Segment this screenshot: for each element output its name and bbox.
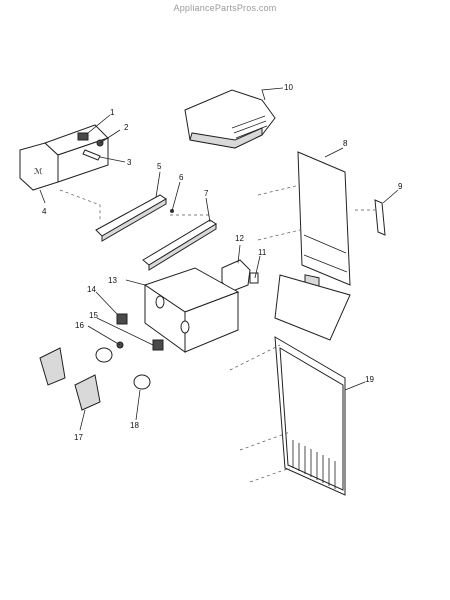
part-7-rail <box>142 219 217 271</box>
callout-1: 1 <box>110 108 115 117</box>
callout-6: 6 <box>179 173 184 182</box>
callout-17: 17 <box>74 433 83 442</box>
callout-2: 2 <box>124 123 129 132</box>
part-12-motor <box>221 259 251 293</box>
callout-13: 13 <box>108 276 117 285</box>
part-19-front-panel <box>274 336 346 496</box>
callout-14: 14 <box>87 285 96 294</box>
part-3-arm <box>82 149 101 161</box>
callout-19: 19 <box>365 375 374 384</box>
callout-10: 10 <box>284 83 293 92</box>
callout-11: 11 <box>258 248 267 257</box>
callout-5: 5 <box>157 162 162 171</box>
callout-7: 7 <box>204 189 209 198</box>
part-5-bracket <box>95 194 167 242</box>
callout-16: 16 <box>75 321 84 330</box>
part-15-socket <box>152 339 164 351</box>
callout-15: 15 <box>89 311 98 320</box>
part-13-housing <box>143 267 240 353</box>
part-18-bulb <box>95 347 151 390</box>
part-11-switch <box>249 272 259 284</box>
watermark: AppliancePartsPros.com <box>173 3 277 13</box>
part-9-bracket <box>374 199 386 236</box>
part-10-ice-bin-cover <box>184 87 284 149</box>
part-8-back-panel <box>274 151 351 341</box>
icemaker-mark-icon: ℳ <box>34 167 43 176</box>
callout-9: 9 <box>398 182 403 191</box>
callout-8: 8 <box>343 139 348 148</box>
part-17-lamp-cover <box>39 347 101 411</box>
callout-3: 3 <box>127 158 132 167</box>
callout-12: 12 <box>235 234 244 243</box>
callout-18: 18 <box>130 421 139 430</box>
callout-4: 4 <box>42 207 47 216</box>
part-1-clip <box>77 132 89 141</box>
part-14-socket <box>116 313 128 325</box>
part-4-icemaker: ℳ <box>19 124 109 191</box>
